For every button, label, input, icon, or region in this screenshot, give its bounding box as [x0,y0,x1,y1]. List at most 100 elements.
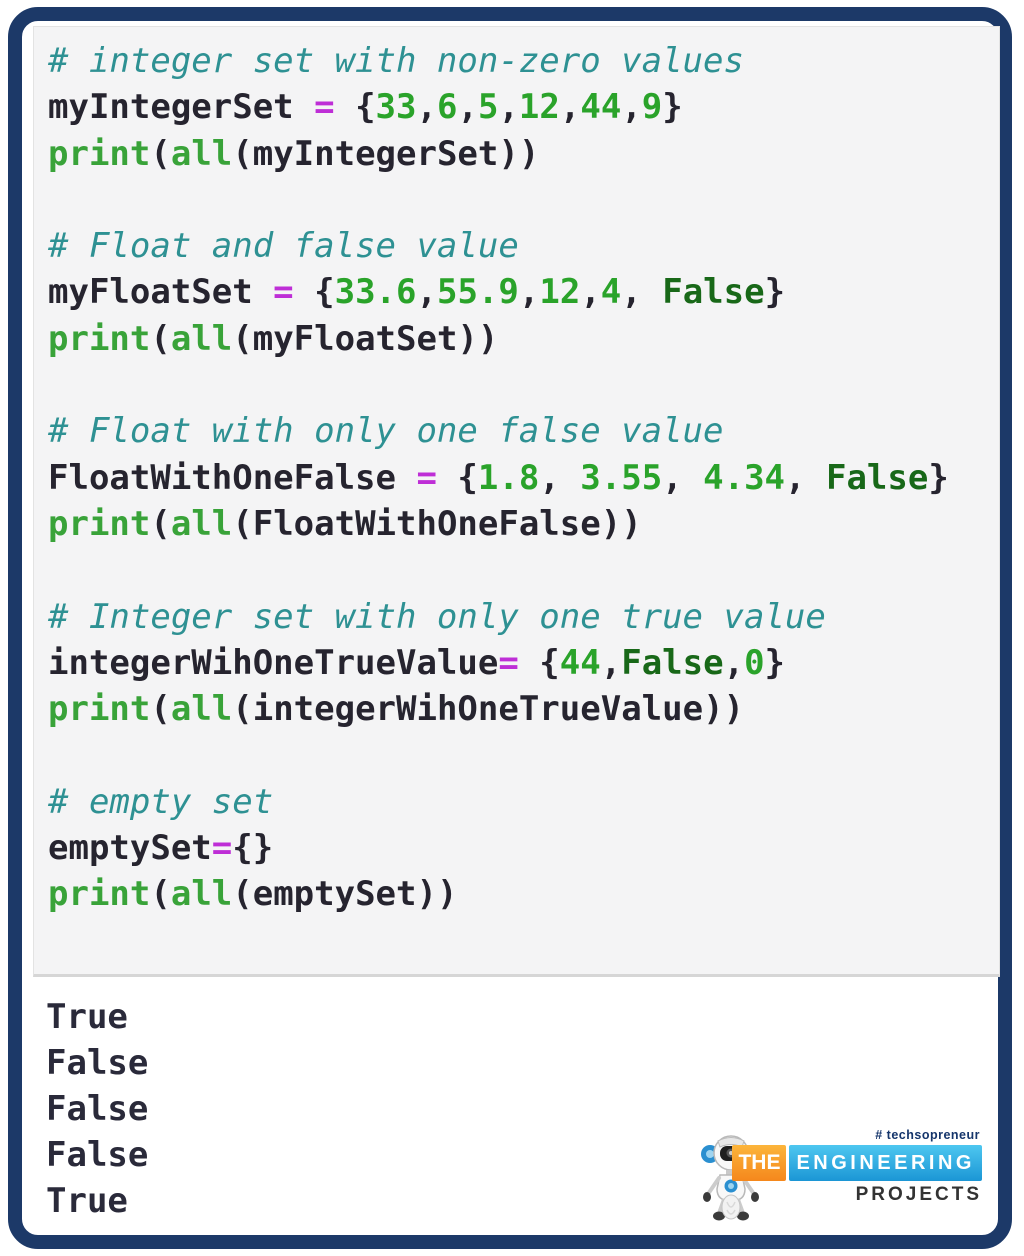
code-line: FloatWithOneFalse = {1.8, 3.55, 4.34, Fa… [48,455,999,501]
code-line: # Float and false value [48,223,999,269]
code-token-num: 4.34 [703,457,786,498]
logo-word-the: THE [732,1145,787,1181]
code-line [48,177,999,223]
logo-text-column: # techsopreneur THE ENGINEERING PROJECTS [732,1128,982,1206]
code-token-op: = [498,642,519,683]
code-token-plain: integerWihOneTrueValue [48,642,499,683]
code-token-num: 6 [436,87,458,128]
code-token-plain: } [764,272,786,313]
code-token-comment: # empty set [48,781,274,822]
code-token-func: all [170,503,233,544]
code-token-num: 44 [559,642,601,683]
logo-word-projects: PROJECTS [855,1184,982,1205]
code-token-comment: # Float with only one false value [48,411,724,452]
output-line: True [46,997,128,1037]
code-line: print(all(integerWihOneTrueValue)) [48,686,999,732]
logo-wordmark-row: THE ENGINEERING [732,1145,982,1181]
code-token-plain: ( [150,689,171,730]
code-line: myIntegerSet = {33,6,5,12,44,9} [48,84,999,130]
code-token-num: 1.8 [477,457,540,498]
code-token-plain: emptySet [48,828,212,869]
code-token-plain: ( [150,318,171,359]
code-token-comment: # Float and false value [48,226,519,267]
output-line: False [46,1089,149,1129]
output-line: False [46,1043,149,1083]
code-token-func: all [170,874,233,915]
code-token-plain: , [600,642,622,683]
code-token-plain: , [416,272,437,313]
code-token-plain: , [723,642,745,683]
code-line: # Integer set with only one true value [48,594,999,640]
code-token-plain: , [539,457,581,498]
code-line: print(all(emptySet)) [48,871,999,917]
code-token-num: 12 [518,87,560,128]
code-token-comment: # integer set with non-zero values [48,41,744,81]
code-token-plain: , [457,87,478,128]
code-token-plain: , [621,87,642,128]
code-line: print(all(myFloatSet)) [48,316,999,362]
code-token-plain: } [662,87,683,128]
code-token-plain: { [334,87,376,128]
code-token-num: 33.6 [334,272,417,313]
code-token-num: 12 [539,272,581,313]
code-token-op: = [273,272,294,313]
code-token-num: 55.9 [436,272,519,313]
code-token-num: 3.55 [580,457,663,498]
code-token-plain: , [662,457,704,498]
code-line [48,547,999,593]
code-token-plain: FloatWithOneFalse [48,457,417,498]
code-line: print(all(FloatWithOneFalse)) [48,501,999,547]
code-token-plain: myIntegerSet [48,87,315,128]
code-token-func: print [48,874,151,915]
code-line: print(all(myIntegerSet)) [48,131,999,177]
logo-word-engineering: ENGINEERING [789,1145,982,1181]
output-line: False [46,1135,149,1175]
code-token-plain: , [498,87,519,128]
code-token-op: = [416,457,437,498]
code-token-plain: { [518,642,560,683]
code-token-plain: { [293,272,335,313]
code-line: # Float with only one false value [48,408,999,454]
code-line: integerWihOneTrueValue= {44,False,0} [48,640,999,686]
code-token-plain: (integerWihOneTrueValue)) [232,689,745,730]
code-token-func: all [170,689,233,730]
code-token-func: all [170,133,233,174]
code-line: emptySet={} [48,825,999,871]
code-token-num: 44 [580,87,622,128]
code-token-plain: , [580,272,601,313]
code-token-func: all [170,318,233,359]
code-token-num: 9 [641,87,663,128]
code-token-plain: ( [150,874,171,915]
code-line [48,362,999,408]
code-token-func: print [48,133,151,174]
output-line: True [46,1181,128,1221]
code-token-num: 33 [375,87,417,128]
code-token-plain: , [559,87,581,128]
code-token-plain: myFloatSet [48,272,274,313]
techsopreneur-tag: # techsopreneur [875,1128,980,1142]
code-token-op: = [314,87,335,128]
code-token-plain: } [928,457,949,498]
code-token-comment: # Integer set with only one true value [48,596,826,637]
code-token-plain: , [621,272,663,313]
code-line: myFloatSet = {33.6,55.9,12,4, False} [48,269,999,315]
code-token-plain: {} [232,828,274,869]
code-token-plain: (FloatWithOneFalse)) [232,503,642,544]
code-line [48,732,999,778]
code-token-num: 0 [744,642,765,683]
code-token-func: print [48,689,151,730]
code-token-plain: ( [150,133,171,174]
code-token-plain: , [416,87,437,128]
code-token-num: 5 [477,87,499,128]
code-token-num: 4 [600,272,622,313]
code-token-op: = [211,828,233,869]
code-token-kw: False [825,457,929,498]
code-token-func: print [48,318,151,359]
code-token-plain: , [518,272,540,313]
code-token-kw: False [662,272,765,313]
